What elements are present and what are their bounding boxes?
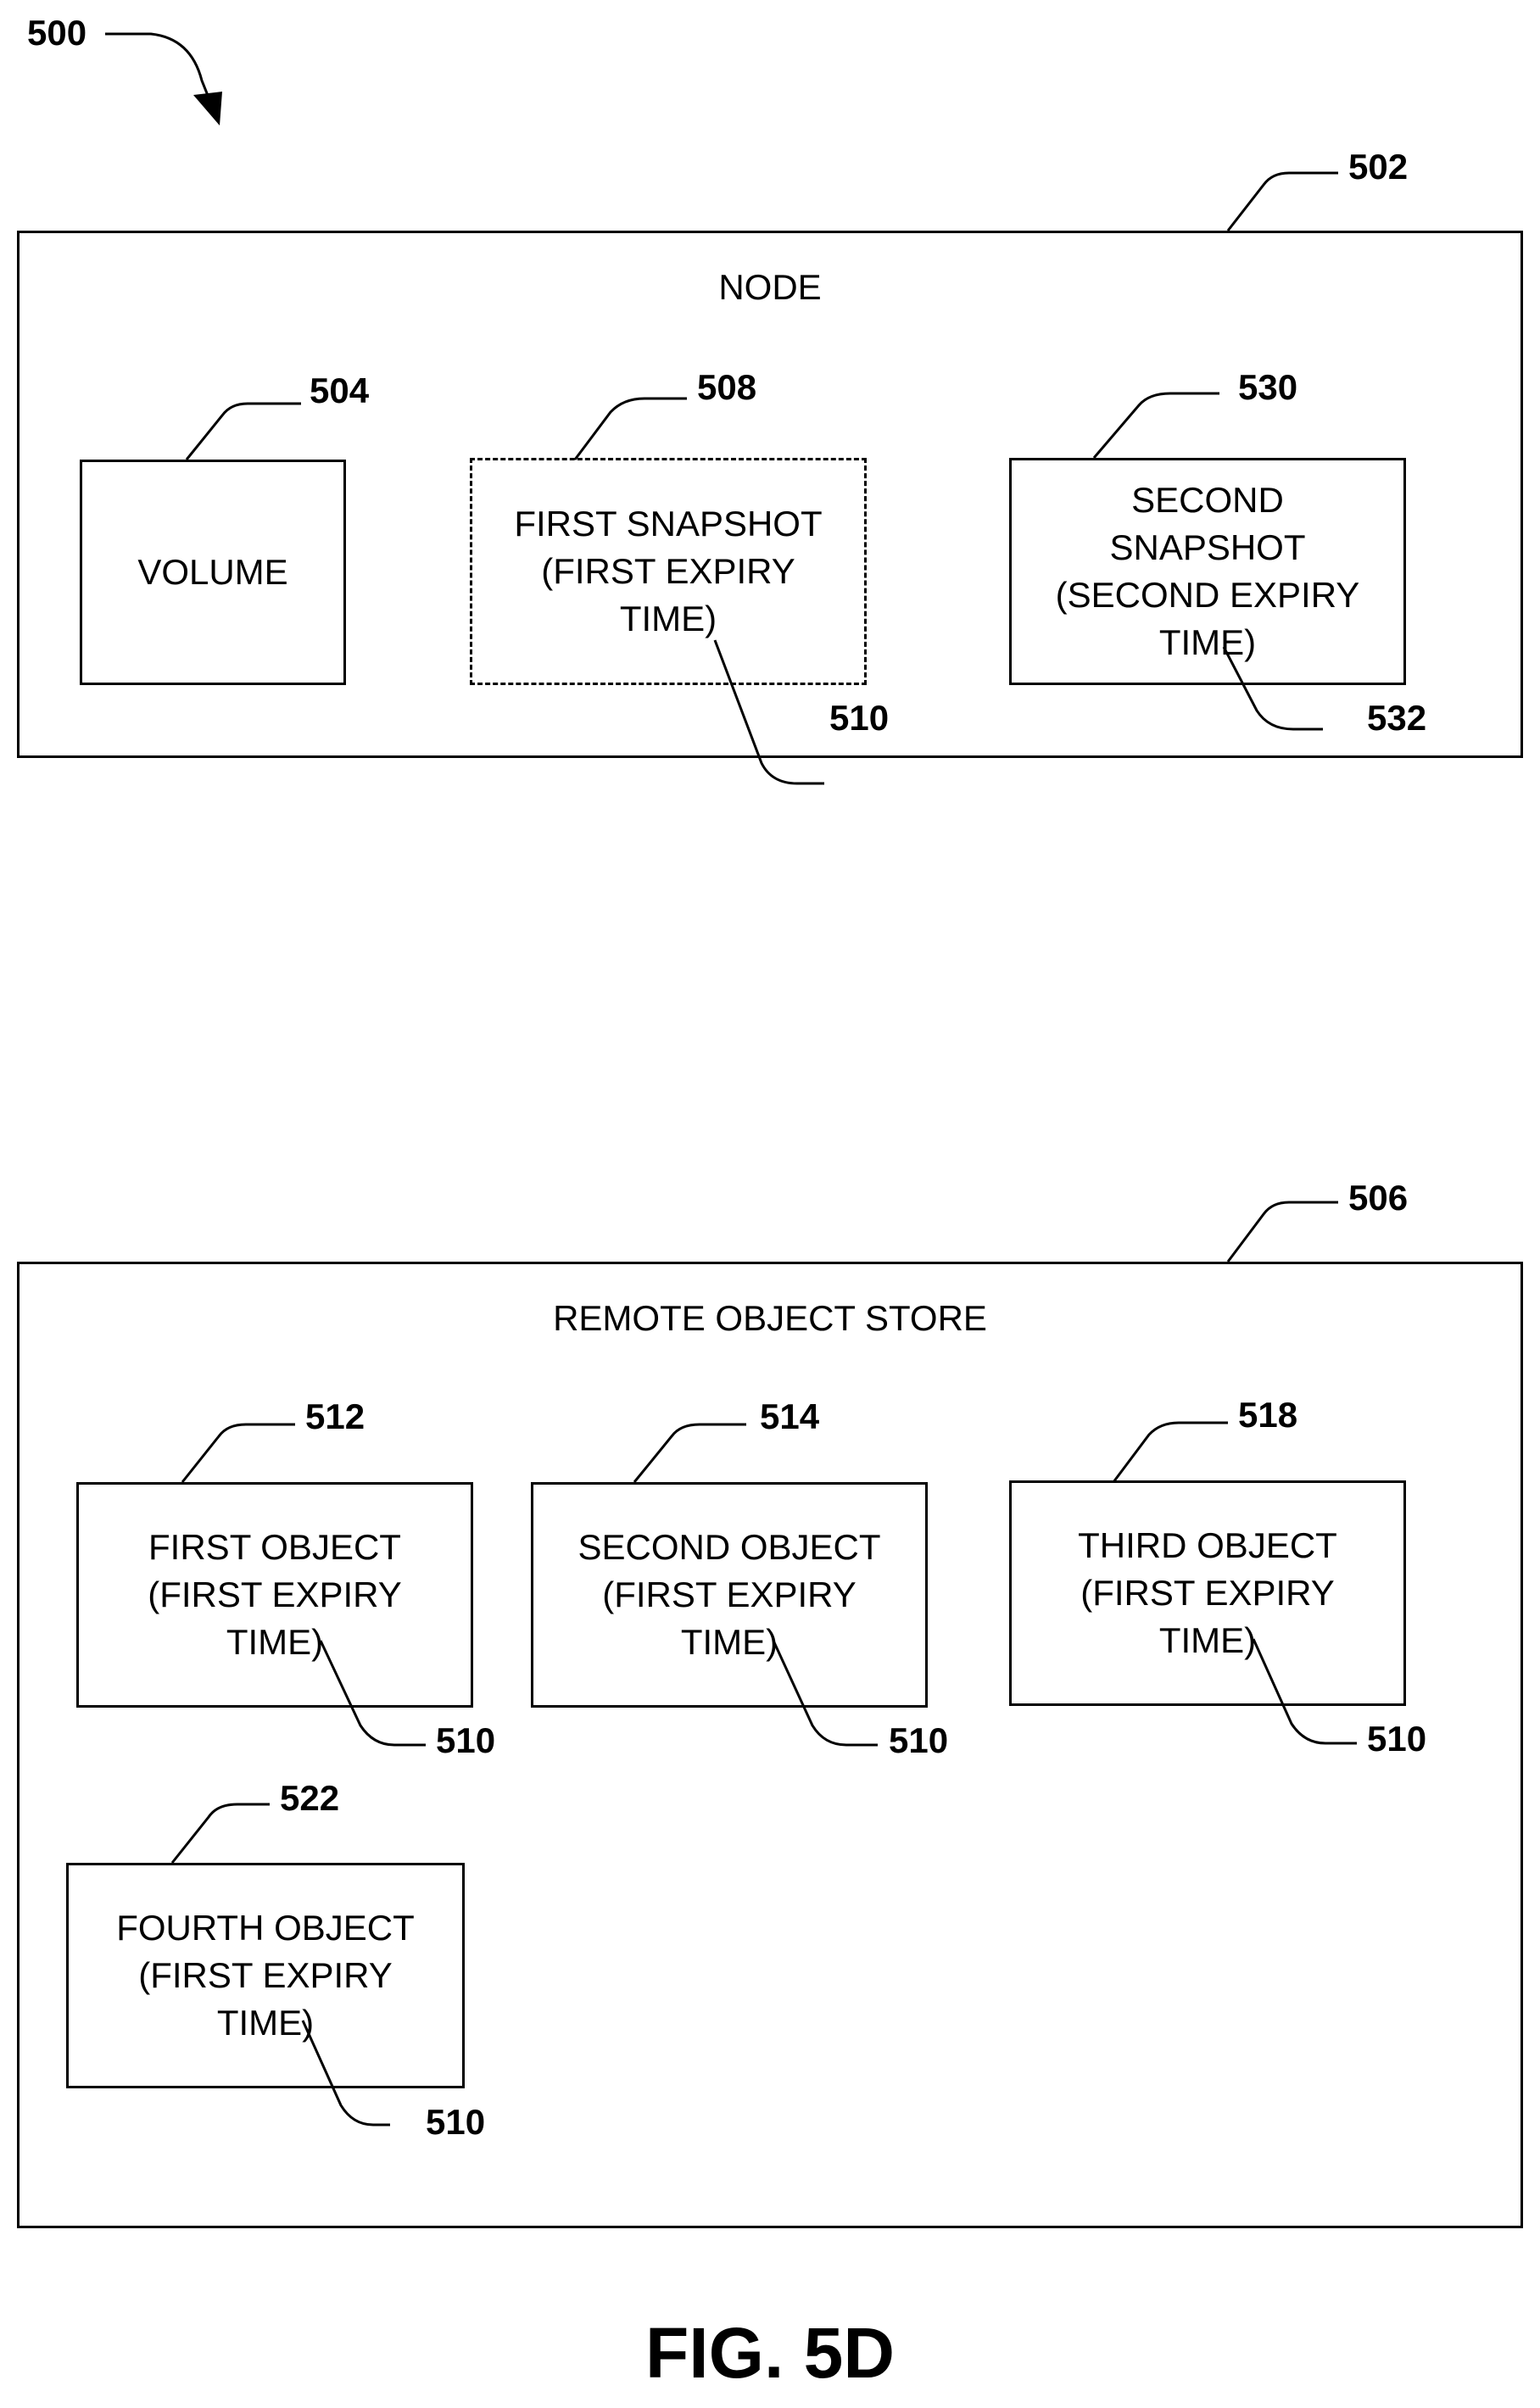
fourth-object-ref: 522 (280, 1781, 339, 1816)
first-snapshot-expiry-ref: 510 (829, 700, 889, 736)
first-object-box[interactable]: FIRST OBJECT (FIRST EXPIRY TIME) (76, 1482, 473, 1708)
volume-ref: 504 (310, 373, 369, 409)
second-object-expiry-ref: 510 (889, 1723, 948, 1759)
leader-506 (1228, 1202, 1338, 1262)
third-object-ref: 518 (1238, 1397, 1297, 1433)
node-title: NODE (20, 267, 1520, 308)
fourth-object-expiry-ref: 510 (426, 2104, 485, 2140)
first-snapshot-ref: 508 (697, 370, 756, 405)
volume-box[interactable]: VOLUME (80, 460, 346, 685)
leader-502 (1228, 173, 1338, 231)
second-object-box[interactable]: SECOND OBJECT (FIRST EXPIRY TIME) (531, 1482, 928, 1708)
remote-object-store-title: REMOTE OBJECT STORE (20, 1298, 1520, 1339)
node-ref: 502 (1348, 149, 1408, 185)
third-object-label: THIRD OBJECT (FIRST EXPIRY TIME) (1078, 1522, 1337, 1664)
first-snapshot-label: FIRST SNAPSHOT (FIRST EXPIRY TIME) (514, 500, 822, 643)
remote-object-store-ref: 506 (1348, 1180, 1408, 1216)
figure-caption: FIG. 5D (0, 2315, 1540, 2391)
third-object-box[interactable]: THIRD OBJECT (FIRST EXPIRY TIME) (1009, 1480, 1406, 1706)
second-object-label: SECOND OBJECT (FIRST EXPIRY TIME) (578, 1524, 880, 1666)
second-snapshot-box[interactable]: SECOND SNAPSHOT (SECOND EXPIRY TIME) (1009, 458, 1406, 685)
second-object-ref: 514 (760, 1399, 819, 1435)
arrowhead-icon (193, 92, 222, 125)
second-snapshot-expiry-ref: 532 (1367, 700, 1426, 736)
first-object-label: FIRST OBJECT (FIRST EXPIRY TIME) (148, 1524, 402, 1666)
volume-label: VOLUME (137, 549, 287, 596)
second-snapshot-label: SECOND SNAPSHOT (SECOND EXPIRY TIME) (1056, 477, 1360, 666)
first-snapshot-box[interactable]: FIRST SNAPSHOT (FIRST EXPIRY TIME) (470, 458, 867, 685)
first-object-ref: 512 (305, 1399, 365, 1435)
fourth-object-label: FOURTH OBJECT (FIRST EXPIRY TIME) (116, 1904, 415, 2047)
first-object-expiry-ref: 510 (436, 1723, 495, 1759)
figure-ref: 500 (27, 15, 86, 51)
third-object-expiry-ref: 510 (1367, 1721, 1426, 1757)
fourth-object-box[interactable]: FOURTH OBJECT (FIRST EXPIRY TIME) (66, 1863, 465, 2088)
second-snapshot-ref: 530 (1238, 370, 1297, 405)
